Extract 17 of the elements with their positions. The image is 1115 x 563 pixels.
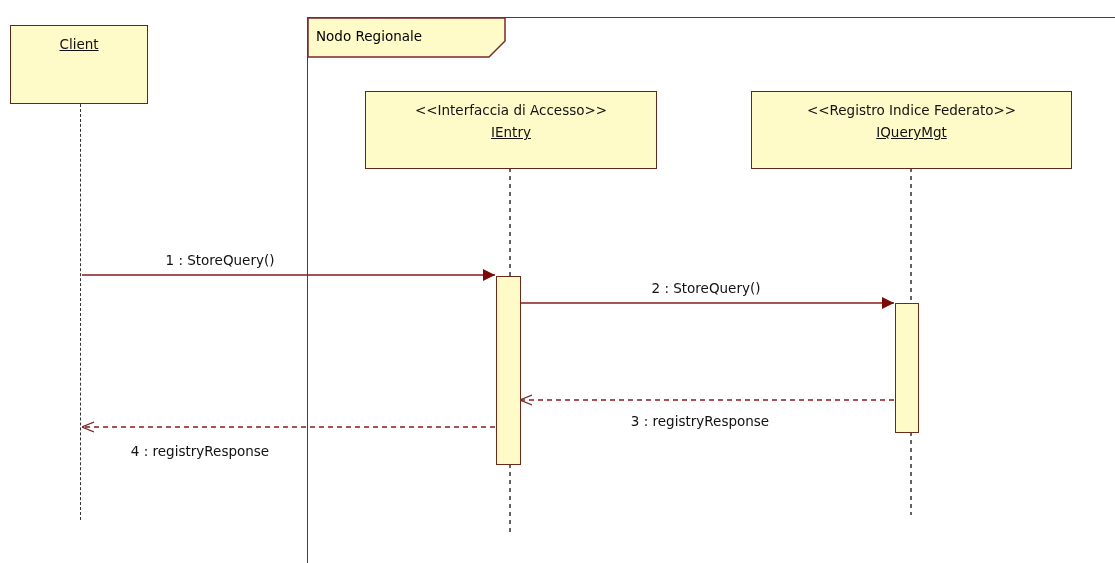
participant-name: IEntry [491, 123, 531, 142]
return-message-arrow [81, 421, 496, 433]
participant-name: IQueryMgt [876, 123, 947, 142]
participant-box [10, 25, 148, 104]
activation-bar [895, 303, 919, 433]
stereotype: <<Interfaccia di Accesso>> [414, 101, 608, 120]
frame-title: Nodo Regionale [316, 28, 423, 44]
frame [307, 17, 1115, 563]
message-arrow [81, 269, 496, 281]
return-message-arrow [519, 394, 895, 406]
stereotype: <<Registro Indice Federato>> [806, 101, 1017, 120]
activation-bar [496, 276, 521, 465]
lifeline [80, 104, 82, 520]
participant-name: Client [59, 35, 99, 54]
message-arrow [519, 297, 895, 309]
participant-box [365, 91, 657, 169]
participant-box [751, 91, 1072, 169]
